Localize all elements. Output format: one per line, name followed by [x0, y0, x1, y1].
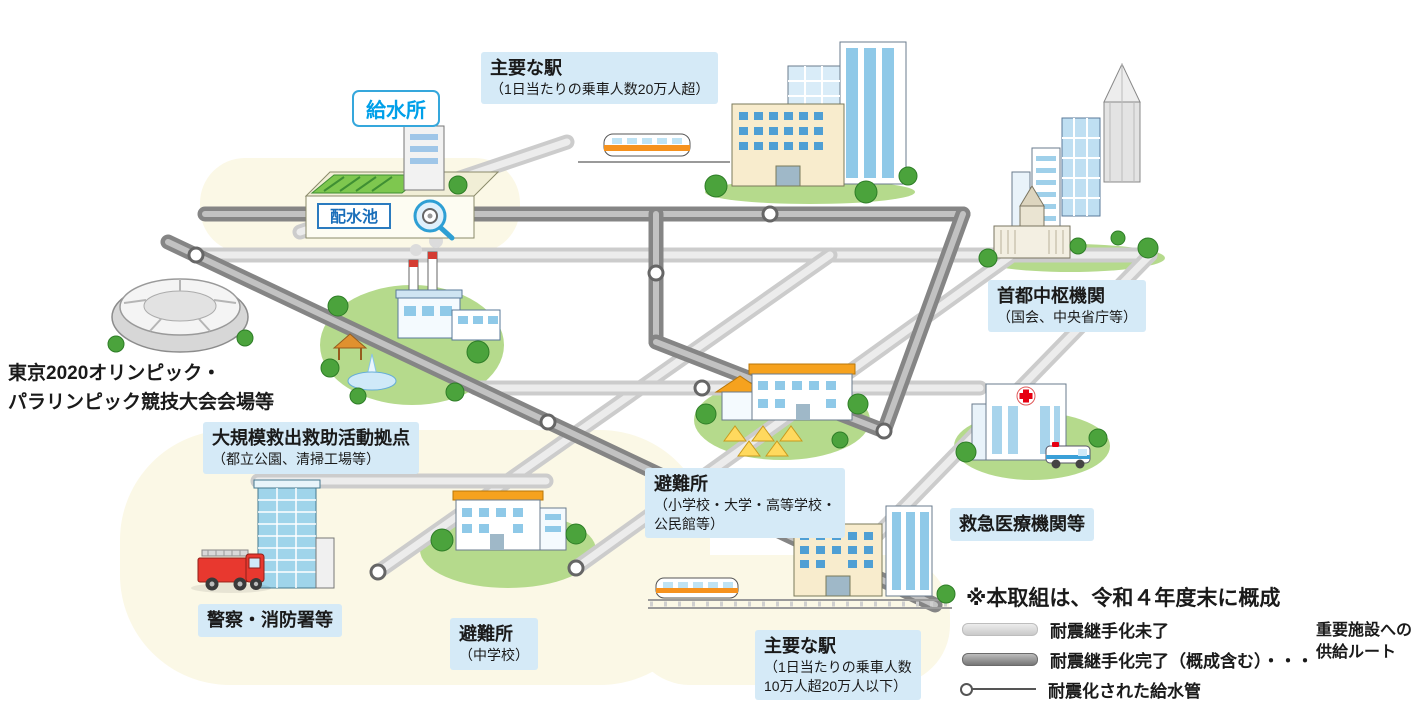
label-title: 首都中枢機関 — [997, 286, 1105, 306]
label-rescue-base: 大規模救出救助活動拠点 （都立公園、清掃工場等） — [203, 422, 419, 474]
label-shelter-junior-high: 避難所 （中学校） — [450, 618, 538, 670]
label-title: 大規模救出救助活動拠点 — [212, 428, 410, 448]
ambulance-icon — [1045, 442, 1091, 469]
school-shelter-icon — [695, 363, 869, 457]
label-police-fire: 警察・消防署等 — [198, 604, 342, 638]
legend-item-pipe-light: 耐震継手化未了 — [962, 618, 1169, 641]
label-sub: （中学校） — [459, 647, 529, 664]
label-major-station-top: 主要な駅 （1日当たりの乗車人数20万人超） — [481, 52, 719, 104]
label-sub: （1日当たりの乗車人数20万人超） — [490, 81, 710, 98]
legend-label: 耐震継手化完了（概成含む）・・・ — [1050, 651, 1314, 671]
label-line2: パラリンピック競技大会会場等 — [8, 391, 275, 413]
label-shelter-schools: 避難所 （小学校・大学・高等学校・ 公民館等） — [645, 468, 845, 538]
pipe-joint-icon — [539, 413, 557, 431]
magnifier-icon — [413, 199, 455, 241]
label-emergency-medical: 救急医療機関等 — [950, 508, 1094, 542]
pipe-dark — [876, 206, 971, 439]
label-title: 救急医療機関等 — [959, 514, 1085, 534]
route-line2: 供給ルート — [1316, 643, 1397, 661]
train-icon-bottom — [655, 577, 739, 599]
legend-route-label: 重要施設への 供給ルート — [1316, 620, 1412, 663]
pipe-dark-swatch-icon — [962, 652, 1038, 666]
train-icon-top — [578, 133, 730, 163]
label-title: 主要な駅 — [764, 636, 836, 656]
label-capital-core: 首都中枢機関 （国会、中央省庁等） — [988, 280, 1146, 332]
pipe-light-swatch-icon — [962, 622, 1038, 636]
police-fire-icon — [191, 479, 335, 593]
fire-truck-icon — [191, 549, 271, 593]
label-sub: （1日当たりの乗車人数 — [764, 659, 912, 676]
legend-note: ※本取組は、令和４年度末に概成 — [966, 587, 1281, 610]
seismic-pipe-swatch-icon — [960, 683, 1036, 696]
pipe-joint-icon — [693, 379, 711, 397]
station-buildings-top-icon — [704, 41, 918, 204]
legend-item-seismic-pipe: 耐震化された給水管 — [960, 678, 1201, 701]
pipe-joint-icon — [761, 205, 779, 223]
label-sub: （小学校・大学・高等学校・ — [654, 497, 836, 514]
junior-high-school-icon — [430, 490, 587, 552]
pipe-joints — [187, 205, 893, 581]
tent-icons — [723, 425, 803, 457]
label-sub: 10万人超20万人以下） — [764, 677, 908, 694]
hospital-icon — [955, 383, 1108, 469]
pipe-joint-icon — [647, 264, 665, 282]
reservoir-label: 配水池 — [330, 207, 378, 226]
label-line1: 東京2020オリンピック・ — [8, 363, 221, 384]
label-sub: （都立公園、清掃工場等） — [212, 451, 380, 468]
factory-park-icon — [320, 228, 501, 405]
pipe-line-icon — [962, 688, 1036, 690]
legend-label: 耐震継手化未了 — [1050, 621, 1169, 641]
label-olympic-venue: 東京2020オリンピック・ パラリンピック競技大会会場等 — [8, 360, 274, 417]
pipe-light — [370, 247, 838, 580]
joint-circle-icon — [960, 683, 973, 696]
pipe-joint-icon — [567, 559, 585, 577]
pipe-joint-icon — [369, 563, 387, 581]
red-cross-icon — [1016, 386, 1036, 406]
legend-item-pipe-dark: 耐震継手化完了（概成含む）・・・ — [962, 648, 1314, 671]
water-facility-icon: 配水池 — [304, 125, 500, 241]
label-sub: （国会、中央省庁等） — [997, 309, 1137, 326]
pipe-joint-icon — [875, 422, 893, 440]
label-title: 避難所 — [654, 474, 708, 494]
stadium-icon — [107, 278, 254, 353]
route-line1: 重要施設への — [1316, 622, 1413, 639]
label-major-station-bottom: 主要な駅 （1日当たりの乗車人数 10万人超20万人以下） — [755, 630, 921, 700]
pipe-joint-icon — [187, 246, 205, 264]
government-district-icon — [978, 62, 1159, 268]
label-water-station: 給水所 — [352, 90, 440, 127]
legend-label: 耐震化された給水管 — [1048, 681, 1201, 701]
label-title: 警察・消防署等 — [207, 610, 333, 630]
label-sub: 公民館等） — [654, 515, 724, 532]
station-buildings-bottom-icon — [648, 505, 956, 609]
label-title: 主要な駅 — [490, 58, 562, 78]
label-title: 避難所 — [459, 624, 513, 644]
